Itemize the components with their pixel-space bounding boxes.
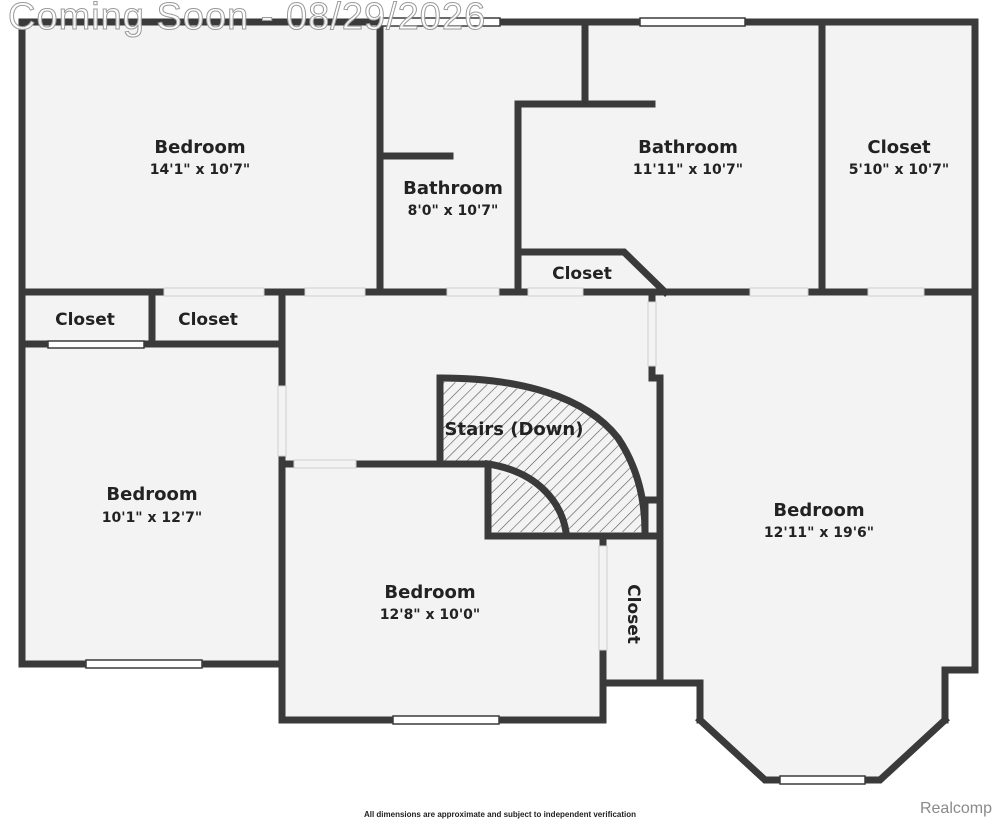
closet-w2-name: Closet: [178, 310, 238, 330]
closet-w1-name: Closet: [55, 310, 115, 330]
bedroom-nw-name: Bedroom: [154, 137, 245, 158]
windows: [47, 17, 866, 785]
stairs-name: Stairs (Down): [445, 419, 584, 440]
bedroom-e-name: Bedroom: [773, 500, 864, 521]
bedroom-nw-dims: 14'1" x 10'7": [150, 162, 250, 178]
bathroom-large-dims: 11'11" x 10'7": [633, 162, 743, 178]
bathroom-small-dims: 8'0" x 10'7": [408, 203, 499, 219]
closet-mid-name: Closet: [552, 264, 612, 284]
bedroom-w-dims: 10'1" x 12'7": [102, 510, 202, 526]
closet-ne-dims: 5'10" x 10'7": [849, 162, 949, 178]
closet-ne-name: Closet: [867, 137, 931, 158]
bathroom-large-name: Bathroom: [638, 137, 738, 158]
coming-soon-watermark: Coming Soon - 08/29/2026: [7, 0, 487, 39]
disclaimer-text: All dimensions are approximate and subje…: [363, 810, 637, 819]
stairs-area: [440, 382, 642, 532]
bedroom-s-dims: 12'8" x 10'0": [380, 607, 480, 623]
bedroom-s-name: Bedroom: [384, 582, 475, 603]
stairs-lower-area: [488, 470, 562, 532]
doorways: [163, 287, 925, 651]
closet-e-name: Closet: [623, 584, 643, 644]
bedroom-e-dims: 12'11" x 19'6": [764, 525, 874, 541]
realcomp-logo: Realcomp: [919, 800, 992, 817]
bedroom-w-name: Bedroom: [106, 484, 197, 505]
bathroom-small-name: Bathroom: [403, 178, 503, 199]
